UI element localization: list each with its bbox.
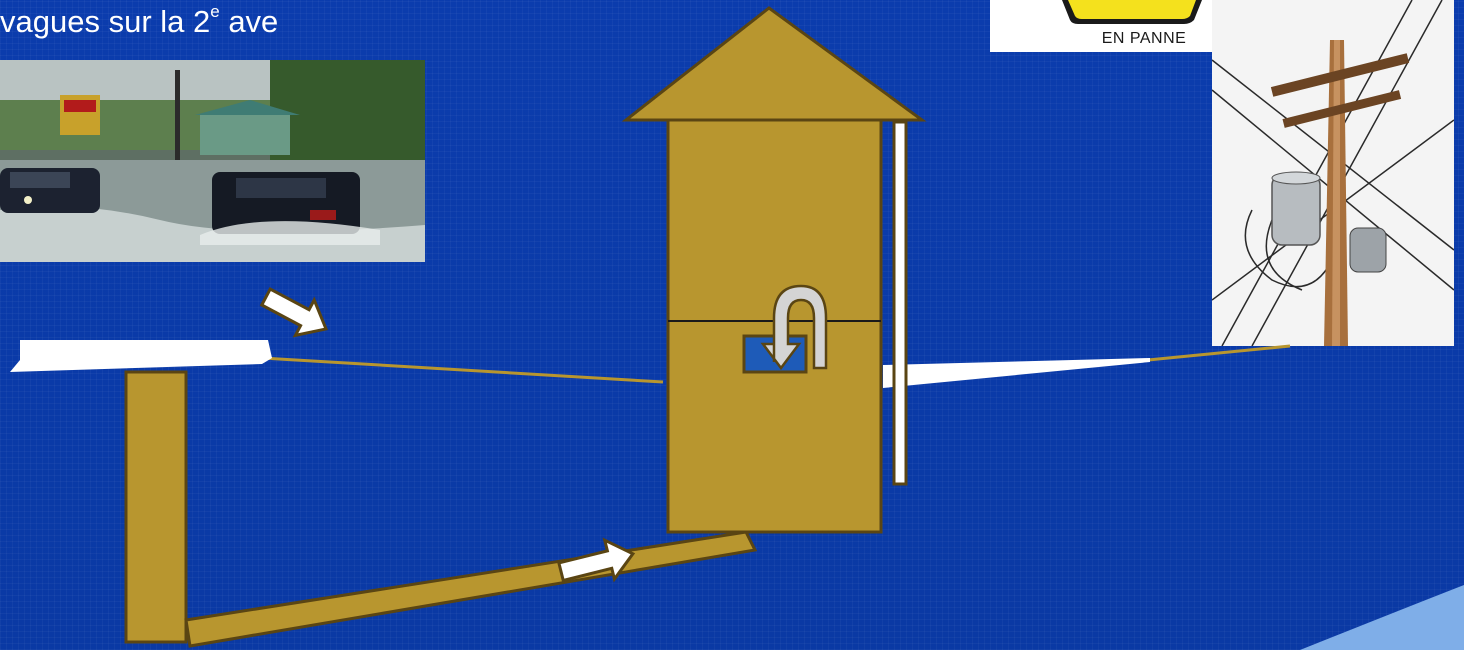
cable-highlight <box>883 358 1150 388</box>
right-arrow-icon <box>257 279 336 346</box>
corner-accent <box>1300 585 1464 650</box>
house-roof <box>626 8 922 120</box>
drain-line <box>262 358 663 382</box>
downspout <box>894 122 906 484</box>
street-gutter <box>10 340 272 372</box>
service-cable <box>1148 346 1290 360</box>
vertical-pipe <box>126 372 186 642</box>
sewer-pipe <box>186 532 755 646</box>
